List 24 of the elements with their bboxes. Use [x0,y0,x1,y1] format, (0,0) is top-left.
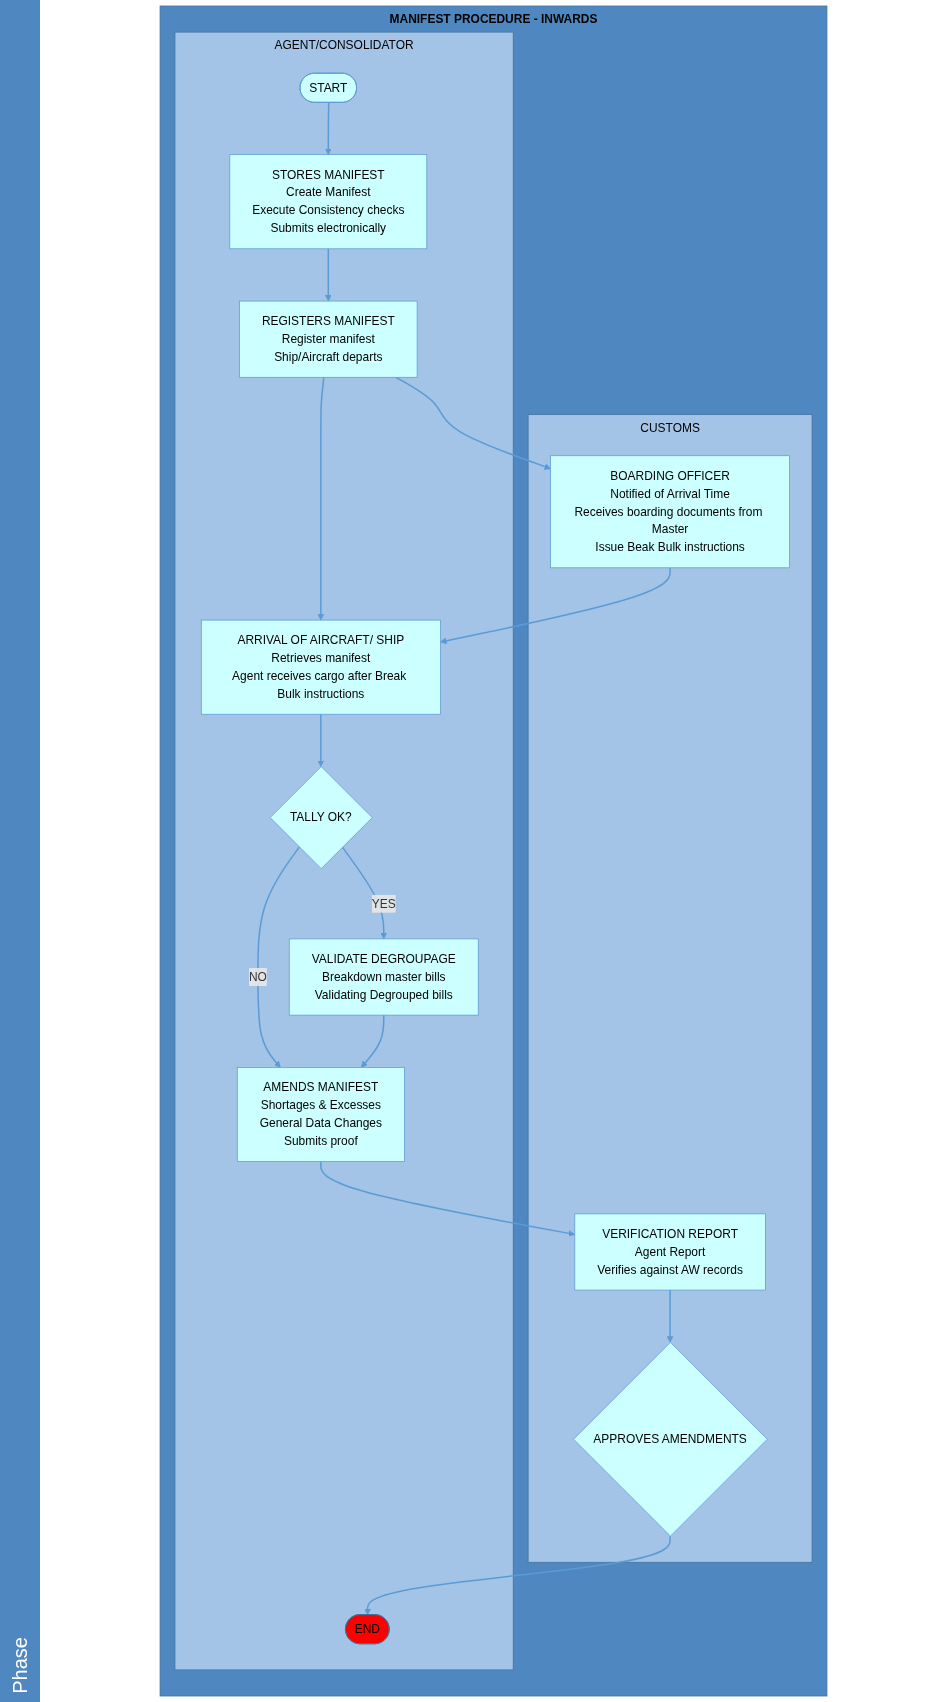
arrow [395,376,551,470]
node-diamond: TALLY OK? [269,766,373,870]
arrow [317,713,325,767]
node-box: REGISTERS MANIFEST Register manifest Ship/Aircraft departs [239,300,418,378]
node-box: ARRIVAL OF AIRCRAFT/ SHIP Retrieves manifest Agent receives cargo after Break Bulk instructions [200,619,441,715]
node-box: VERIFICATION REPORT Agent Report Verifies against AW records [574,1213,766,1291]
arrow [325,248,332,302]
edge-label: YES [371,897,396,910]
arrow [257,846,300,1068]
arrow [317,376,325,621]
arrow [666,1289,674,1343]
arrow [440,567,671,645]
node-box: VALIDATE DEGROUPAGE Breakdown master bills Validating Degrouped bills [288,938,479,1016]
phase-label: Phase [8,1636,32,1696]
node-box: BOARDING OFFICER Notified of Arrival Time Receives boarding documents from Master Issue Beak Bulk instructions [550,455,790,569]
edge-label: NO [248,970,267,983]
node-diamond: APPROVES AMENDMENTS [573,1342,768,1537]
arrow [361,1014,385,1068]
arrow [341,846,388,940]
arrow [325,102,332,155]
node-box: AMENDS MANIFEST Shortages & Excesses General Data Changes Submits proof [236,1067,405,1162]
node-box: STORES MANIFEST Create Manifest Execute Consistency checks Submits electronically [229,154,428,250]
arrow [364,1535,671,1616]
arrow [320,1160,576,1237]
